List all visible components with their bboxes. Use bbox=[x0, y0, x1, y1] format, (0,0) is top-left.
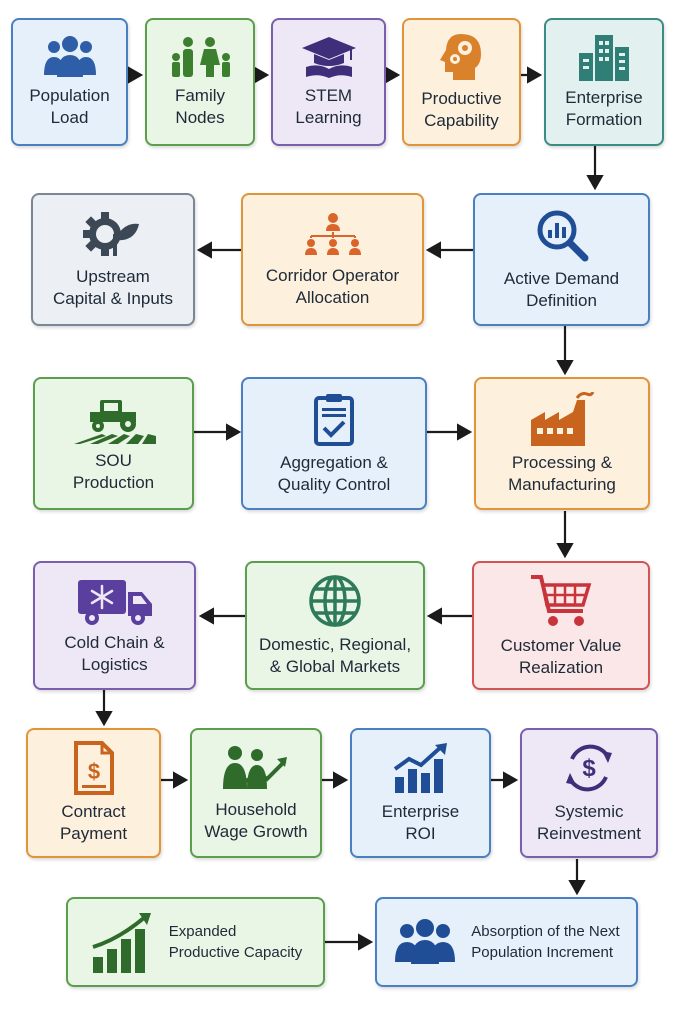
bar-chart-arrow-icon bbox=[393, 743, 447, 793]
svg-text:$: $ bbox=[582, 755, 596, 782]
node-label: Domestic, Regional, & Global Markets bbox=[258, 634, 412, 676]
node-upstream-capital-inputs: Upstream Capital & Inputs bbox=[31, 193, 195, 326]
refrigerated-truck-icon bbox=[77, 579, 152, 625]
node-label: Aggregation & Quality Control bbox=[277, 452, 391, 494]
gear-plant-icon bbox=[83, 211, 139, 256]
node-population-load: Population Load bbox=[11, 18, 128, 146]
node-contract-payment: $ Contract Payment bbox=[26, 728, 161, 858]
node-label: Absorption of the Next Population Increm… bbox=[471, 923, 620, 961]
org-chart-icon bbox=[304, 212, 361, 255]
node-label: Population Load bbox=[29, 86, 110, 127]
node-family-nodes: Family Nodes bbox=[145, 18, 255, 146]
office-buildings-icon bbox=[579, 35, 629, 81]
node-label: Productive Capability bbox=[421, 89, 502, 130]
node-productive-capability: Productive Capability bbox=[402, 18, 521, 146]
people-growth-arrow-icon bbox=[223, 746, 287, 789]
magnifier-chart-icon bbox=[537, 210, 588, 261]
people-group-icon bbox=[43, 36, 96, 77]
node-domestic-regional-global-markets: Domestic, Regional, & Global Markets bbox=[245, 561, 425, 690]
node-label: Active Demand Definition bbox=[503, 268, 620, 310]
node-stem-learning: STEM Learning bbox=[271, 18, 386, 146]
node-label: Enterprise ROI bbox=[381, 802, 460, 843]
node-label: Enterprise Formation bbox=[565, 88, 643, 129]
node-absorption-next-population-increment: Absorption of the Next Population Increm… bbox=[375, 897, 638, 987]
node-label: Corridor Operator Allocation bbox=[265, 265, 400, 307]
node-label: Expanded Productive Capacity bbox=[168, 923, 303, 961]
node-label: Family Nodes bbox=[174, 86, 226, 127]
growth-bars-icon bbox=[92, 913, 151, 973]
node-enterprise-formation: Enterprise Formation bbox=[544, 18, 664, 146]
svg-text:$: $ bbox=[87, 759, 99, 784]
node-label: Contract Payment bbox=[59, 802, 128, 843]
dollar-document-icon: $ bbox=[73, 741, 114, 795]
node-expanded-productive-capacity: Expanded Productive Capacity bbox=[66, 897, 325, 987]
node-label: Upstream Capital & Inputs bbox=[52, 266, 173, 308]
family-icon bbox=[172, 37, 230, 77]
node-processing-manufacturing: Processing & Manufacturing bbox=[474, 377, 650, 510]
node-label: SOU Production bbox=[72, 450, 155, 492]
node-label: Household Wage Growth bbox=[204, 800, 308, 841]
node-label: Systemic Reinvestment bbox=[537, 802, 641, 843]
people-group-icon bbox=[395, 919, 456, 964]
node-label: Cold Chain & Logistics bbox=[64, 632, 165, 674]
node-label: STEM Learning bbox=[295, 86, 362, 127]
node-enterprise-roi: Enterprise ROI bbox=[350, 728, 491, 858]
node-active-demand-definition: Active Demand Definition bbox=[473, 193, 650, 326]
node-cold-chain-logistics: Cold Chain & Logistics bbox=[33, 561, 196, 690]
clipboard-check-icon bbox=[314, 393, 354, 446]
node-sou-production: SOU Production bbox=[33, 377, 194, 510]
node-household-wage-growth: Household Wage Growth bbox=[190, 728, 322, 858]
node-label: Customer Value Realization bbox=[500, 635, 622, 677]
graduation-cap-book-icon bbox=[301, 37, 356, 78]
node-corridor-operator-allocation: Corridor Operator Allocation bbox=[241, 193, 424, 326]
dollar-cycle-icon: $ bbox=[566, 744, 612, 792]
node-label: Processing & Manufacturing bbox=[508, 452, 616, 494]
node-aggregation-quality-control: Aggregation & Quality Control bbox=[241, 377, 427, 510]
head-gears-icon bbox=[439, 34, 481, 80]
node-customer-value-realization: Customer Value Realization bbox=[472, 561, 650, 690]
node-systemic-reinvestment: $ Systemic Reinvestment bbox=[520, 728, 658, 858]
globe-icon bbox=[309, 574, 361, 627]
tractor-field-icon bbox=[73, 399, 156, 444]
shopping-cart-icon bbox=[531, 574, 592, 626]
factory-icon bbox=[531, 391, 595, 446]
